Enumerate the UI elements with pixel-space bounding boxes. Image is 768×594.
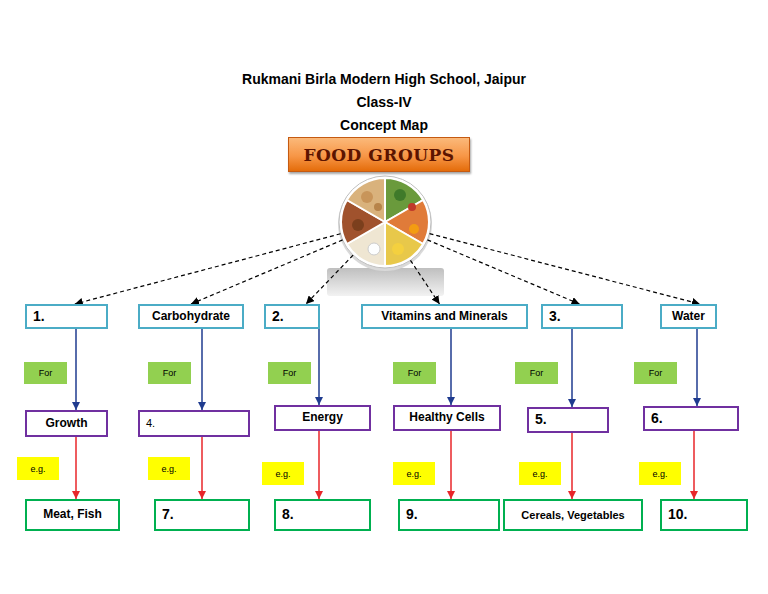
connector-label: For — [148, 362, 191, 384]
concept-box: 8. — [274, 499, 371, 531]
concept-box: Carbohydrate — [138, 304, 244, 329]
connector-arrow — [191, 240, 343, 304]
connector-arrow — [201, 329, 203, 410]
connector-arrow — [430, 234, 700, 304]
connector-label: e.g. — [639, 462, 681, 485]
concept-box: 6. — [643, 406, 739, 431]
box-text: Healthy Cells — [409, 411, 484, 424]
connector-arrow — [571, 433, 573, 499]
connector-arrow — [75, 329, 77, 410]
box-text: 4. — [146, 417, 155, 429]
concept-box: Growth — [25, 410, 108, 437]
tomato-piece — [408, 203, 416, 211]
connector-arrow — [318, 431, 320, 499]
connector-arrow — [410, 260, 439, 304]
concept-box: 2. — [264, 304, 320, 329]
connector-label: e.g. — [148, 457, 190, 480]
connector-arrow — [318, 329, 320, 405]
box-text: 2. — [272, 309, 284, 324]
concept-box: Healthy Cells — [393, 405, 501, 431]
connector-arrow — [306, 255, 353, 304]
box-text: 5. — [535, 412, 547, 427]
concept-box: 7. — [154, 499, 250, 531]
connector-arrow — [696, 329, 698, 406]
connector-arrow — [75, 437, 77, 499]
milk-piece — [368, 243, 380, 255]
heading-line: Concept Map — [0, 116, 768, 134]
connector-label: e.g. — [17, 457, 59, 480]
connector-arrow — [571, 329, 573, 407]
box-text: Meat, Fish — [43, 508, 102, 521]
connector-arrow — [450, 329, 452, 405]
concept-box: 10. — [660, 499, 748, 531]
connector-label: For — [268, 362, 311, 384]
concept-box: Vitamins and Minerals — [361, 304, 528, 329]
box-text: 3. — [549, 309, 561, 324]
concept-box: Meat, Fish — [25, 499, 120, 531]
box-text: Vitamins and Minerals — [381, 310, 508, 323]
box-text: Carbohydrate — [152, 310, 230, 323]
box-text: 8. — [282, 507, 294, 522]
connector-arrow — [693, 431, 695, 499]
cereal-piece — [374, 203, 382, 211]
heading-box: FOOD GROUPS — [288, 137, 470, 297]
concept-box: 5. — [527, 407, 609, 433]
plate-shadow — [338, 177, 432, 271]
box-text: Cereals, Vegetables — [521, 509, 624, 521]
concept-box: 9. — [398, 499, 500, 531]
box-text: 7. — [162, 507, 174, 522]
connector-arrow — [75, 234, 341, 304]
meat-piece — [352, 219, 364, 231]
connector-label: For — [393, 362, 436, 384]
concept-box: Cereals, Vegetables — [503, 499, 643, 531]
grain-slice — [347, 178, 385, 222]
fruit-slice — [385, 222, 423, 266]
concept-box: Water — [660, 304, 717, 329]
broccoli-piece — [394, 189, 406, 201]
bread-piece — [361, 191, 373, 203]
plate-stand — [327, 268, 444, 296]
connector-label: e.g. — [262, 462, 304, 485]
box-text: Water — [672, 310, 705, 323]
connector-arrow — [427, 240, 579, 304]
box-text: 1. — [33, 309, 45, 324]
connector-arrow — [450, 431, 452, 499]
heading-text: FOOD GROUPS — [288, 137, 470, 172]
connector-label: For — [24, 362, 67, 384]
connector-label: For — [515, 362, 558, 384]
connector-label: e.g. — [393, 462, 435, 485]
box-text: 6. — [651, 411, 663, 426]
connector-label: e.g. — [519, 462, 561, 485]
heading-line: Class-IV — [0, 93, 768, 111]
banana-piece — [392, 243, 404, 255]
concept-box: Energy — [274, 405, 371, 431]
box-text: 10. — [668, 507, 687, 522]
connector-arrow — [201, 437, 203, 499]
box-text: Growth — [46, 417, 88, 430]
carrot-piece — [409, 224, 419, 234]
concept-box: 3. — [541, 304, 623, 329]
school-title: Rukmani Birla Modern High School, Jaipur — [0, 70, 768, 88]
concept-box: 1. — [25, 304, 108, 329]
plate-rim — [339, 176, 431, 268]
concept-box: 4. — [138, 410, 250, 437]
box-text: 9. — [406, 507, 418, 522]
box-text: Energy — [302, 411, 343, 424]
connector-label: For — [634, 362, 677, 384]
